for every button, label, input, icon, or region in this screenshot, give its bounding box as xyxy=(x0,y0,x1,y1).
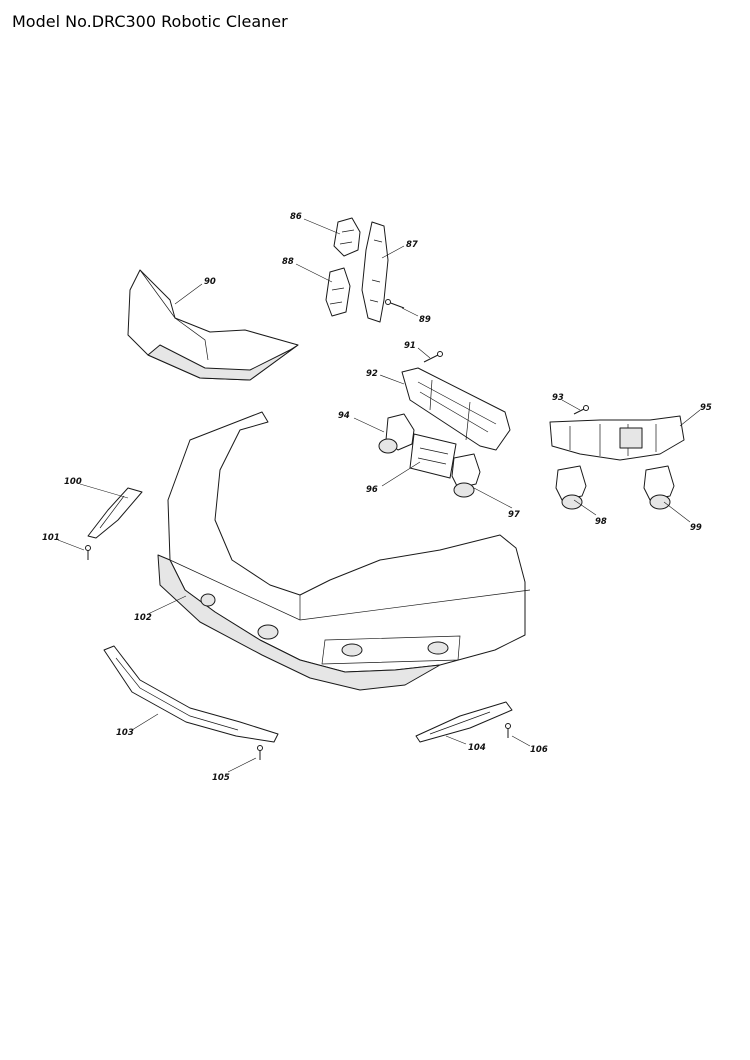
callout-91: 91 xyxy=(404,341,416,351)
part-101-screw[interactable] xyxy=(85,545,91,561)
part-87-side-rail[interactable] xyxy=(361,221,389,323)
callout-104: 104 xyxy=(468,743,486,753)
callout-99: 99 xyxy=(690,523,702,533)
part-98-sensor[interactable] xyxy=(555,465,587,510)
callout-106: 106 xyxy=(530,745,548,755)
part-95-sensor-bracket[interactable] xyxy=(549,415,685,461)
part-103-front-trim[interactable] xyxy=(103,645,279,743)
part-86-bracket[interactable] xyxy=(333,217,361,257)
part-94-sensor-module[interactable] xyxy=(378,413,415,454)
callout-101: 101 xyxy=(42,533,60,543)
part-105-screw[interactable] xyxy=(257,745,263,761)
part-99-sensor[interactable] xyxy=(643,465,675,510)
callout-98: 98 xyxy=(595,517,607,527)
callout-100: 100 xyxy=(64,477,82,487)
callout-89: 89 xyxy=(419,315,431,325)
part-92-sensor-frame[interactable] xyxy=(401,367,511,451)
callout-90: 90 xyxy=(204,277,216,287)
part-89-screw[interactable] xyxy=(385,299,405,309)
callout-95: 95 xyxy=(700,403,712,413)
part-106-screw[interactable] xyxy=(505,723,511,739)
callout-88: 88 xyxy=(282,257,294,267)
part-100-left-trim[interactable] xyxy=(87,487,143,539)
page-title: Model No.DRC300 Robotic Cleaner xyxy=(12,12,288,31)
callout-94: 94 xyxy=(338,411,350,421)
part-96-plate[interactable] xyxy=(409,433,457,479)
callout-86: 86 xyxy=(290,212,302,222)
callout-103: 103 xyxy=(116,728,134,738)
part-88-bracket[interactable] xyxy=(325,267,351,317)
leader-lines xyxy=(57,218,701,773)
callout-87: 87 xyxy=(406,240,418,250)
part-90-bumper-cover[interactable] xyxy=(127,269,299,381)
callout-labels: 86 87 88 89 90 91 92 93 94 95 96 97 98 9… xyxy=(42,212,712,783)
part-97-sensor[interactable] xyxy=(451,453,481,498)
callout-97: 97 xyxy=(508,510,520,520)
part-104-right-trim[interactable] xyxy=(415,701,513,743)
part-93-screw[interactable] xyxy=(573,405,589,415)
part-102-main-bumper[interactable] xyxy=(157,411,531,691)
callout-102: 102 xyxy=(134,613,152,623)
callout-92: 92 xyxy=(366,369,378,379)
part-91-screw[interactable] xyxy=(423,351,443,363)
callout-93: 93 xyxy=(552,393,564,403)
callout-96: 96 xyxy=(366,485,378,495)
callout-105: 105 xyxy=(212,773,230,783)
